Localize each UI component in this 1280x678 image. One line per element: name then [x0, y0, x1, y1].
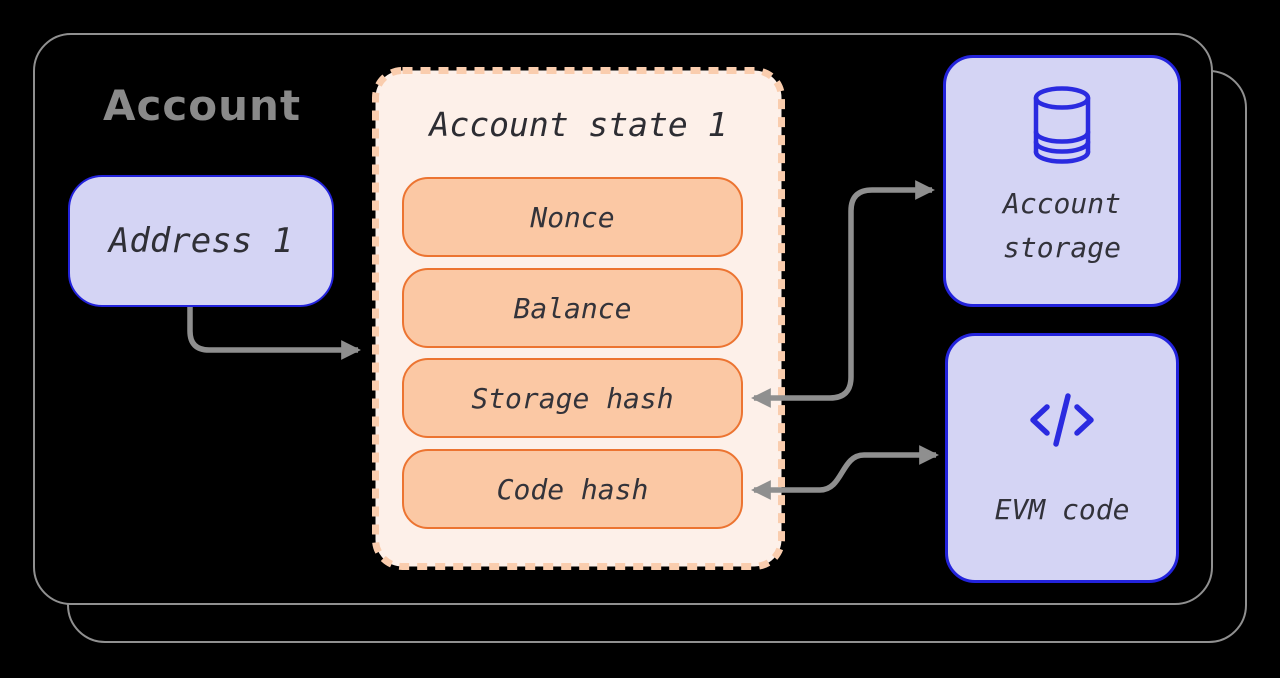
nonce-label: Nonce — [530, 200, 615, 234]
account-title: Account — [103, 81, 302, 130]
database-icon — [1031, 86, 1093, 168]
state-field-code-hash: Code hash — [402, 449, 743, 529]
evm-code-label: EVM code — [994, 493, 1130, 526]
state-field-balance: Balance — [402, 268, 743, 348]
evm-code-box: EVM code — [945, 333, 1179, 583]
address-box: Address 1 — [68, 175, 334, 307]
account-state-box: Account state 1 Nonce Balance Storage ha… — [372, 67, 785, 570]
account-storage-box: Account storage — [943, 55, 1181, 307]
account-storage-label: Account storage — [1002, 187, 1121, 264]
address-label: Address 1 — [108, 221, 294, 261]
balance-label: Balance — [513, 291, 632, 325]
state-field-storage-hash: Storage hash — [402, 358, 743, 438]
state-field-nonce: Nonce — [402, 177, 743, 257]
account-state-title: Account state 1 — [429, 105, 728, 144]
storage-hash-label: Storage hash — [471, 381, 674, 415]
code-icon — [1029, 390, 1095, 454]
code-hash-label: Code hash — [496, 472, 649, 506]
